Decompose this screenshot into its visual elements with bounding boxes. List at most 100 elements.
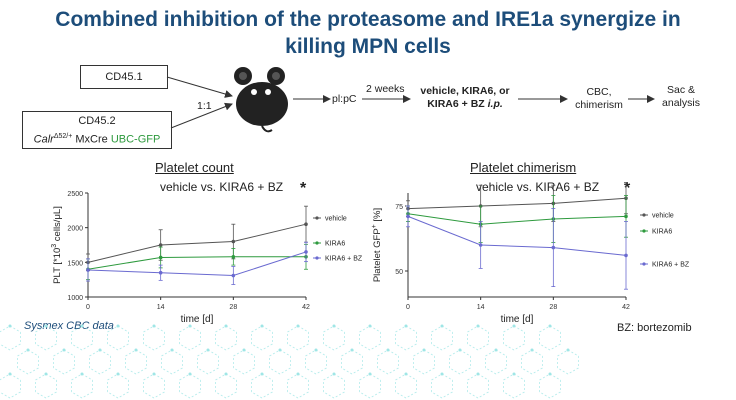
y-axis-label-unit: cells/μL] [52, 206, 63, 244]
data-point-kira6-bz [86, 268, 90, 272]
chart2-title: Platelet chimerism [470, 160, 577, 175]
decor-dot [404, 372, 408, 376]
decor-dot [134, 348, 138, 352]
chart1-subtitle: vehicle vs. KIRA6 + BZ [160, 180, 284, 194]
decor-dot [116, 324, 120, 328]
decor-hexagon [251, 373, 273, 399]
data-point-kira6-bz [231, 273, 236, 278]
decor-hexagon [395, 325, 417, 351]
decor-dot [152, 372, 156, 376]
decor-dot [512, 372, 516, 376]
decor-hexagon [179, 373, 201, 399]
title-line-1: Combined inhibition of the proteasome an… [55, 8, 681, 31]
legend-marker-vehicle [642, 213, 646, 217]
decor-hexagon [305, 349, 327, 375]
flow-arrows [166, 67, 655, 133]
y-tick-label: 1000 [67, 295, 83, 302]
series-line-vehicle [87, 223, 307, 263]
chart2-subtitle: vehicle vs. KIRA6 + BZ [476, 180, 600, 194]
decor-dot [296, 372, 300, 376]
cd452-box: CD45.2 CalrΔ52/+ MxCre UBC-GFP [22, 111, 172, 149]
decor-dot [458, 348, 462, 352]
decor-hexagon [413, 349, 435, 375]
legend-marker-vehicle [315, 216, 319, 220]
legend-marker-kira6-bz [642, 262, 646, 266]
series-line-kira6 [87, 256, 306, 270]
decor-hexagon [71, 373, 93, 399]
decor-hexagon [125, 349, 147, 375]
y-axis-label-unit: [%] [372, 208, 383, 224]
legend-marker-kira6 [642, 229, 646, 233]
treatment-route: i.p. [487, 98, 503, 110]
gfp-label: UBC-GFP [110, 133, 161, 146]
y-tick-label: 1500 [67, 260, 83, 267]
treatment-line-1: vehicle, KIRA6, or [420, 85, 510, 97]
decor-hexagon [0, 325, 21, 351]
title-line-2: killing MPN cells [285, 35, 451, 58]
decor-dot [224, 324, 228, 328]
x-tick-label: 28 [549, 304, 557, 311]
cd451-box: CD45.1 [80, 65, 168, 89]
decor-dot [80, 324, 84, 328]
decor-dot [548, 324, 552, 328]
chart1-significance: * [300, 180, 307, 197]
decor-dot [440, 324, 444, 328]
y-axis-label-superscript: 3 [51, 244, 58, 248]
decor-hexagon [179, 325, 201, 351]
decor-dot [314, 348, 318, 352]
y-axis-label-superscript: + [371, 224, 378, 228]
decor-hexagon [107, 373, 129, 399]
decor-hexagon [287, 373, 309, 399]
decor-hexagon [143, 373, 165, 399]
decor-hexagon [485, 349, 507, 375]
treatment-line-2: KIRA6 + BZ i.p. [412, 98, 518, 111]
legend-marker-kira6-bz [315, 256, 319, 260]
slide-title: Combined inhibition of the proteasome an… [0, 6, 736, 60]
decor-hexagon [161, 349, 183, 375]
series-line-vehicle [407, 197, 627, 210]
decor-hexagon [557, 349, 579, 375]
y-tick-label: 2500 [67, 191, 83, 198]
decor-dot [332, 324, 336, 328]
decor-hexagon [503, 373, 525, 399]
x-tick-label: 42 [302, 304, 310, 311]
x-tick-label: 0 [406, 304, 410, 311]
decor-hexagon [35, 373, 57, 399]
decor-hexagon [431, 373, 453, 399]
decor-hexagon [215, 325, 237, 351]
decor-dot [404, 324, 408, 328]
legend-label-kira6: KIRA6 [652, 229, 672, 236]
treatment-label: vehicle, KIRA6, or KIRA6 + BZ i.p. [412, 85, 518, 111]
decor-hexagon [17, 349, 39, 375]
y-axis-label: PLT [*103 cells/μL] [51, 206, 63, 284]
legend-label-vehicle: vehicle [325, 216, 347, 223]
decor-hexagon [503, 325, 525, 351]
source-note: Sysmex CBC data [24, 320, 114, 332]
decor-dot [8, 372, 12, 376]
decor-dot [206, 348, 210, 352]
ratio-label: 1:1 [197, 100, 212, 112]
decor-dot [476, 372, 480, 376]
x-tick-label: 42 [622, 304, 630, 311]
decor-dot [8, 324, 12, 328]
decor-dot [170, 348, 174, 352]
decor-hexagon [251, 325, 273, 351]
sac-line-1: Sac & [666, 84, 695, 96]
data-point-kira6-bz [478, 243, 483, 247]
decor-hexagon [539, 373, 561, 399]
decor-dot [152, 324, 156, 328]
decor-dot [260, 372, 264, 376]
y-tick-label: 75 [395, 204, 403, 211]
decor-dot [296, 324, 300, 328]
decor-hexagon [71, 325, 93, 351]
data-point-kira6-bz [406, 214, 410, 219]
chart2-significance: * [624, 180, 631, 197]
decor-hexagon [431, 325, 453, 351]
decor-dot [548, 372, 552, 376]
legend-label-kira6-bz: KIRA6 + BZ [325, 256, 363, 263]
y-tick-label: 50 [395, 269, 403, 276]
decor-hexagon [143, 325, 165, 351]
data-point-kira6 [624, 214, 628, 219]
